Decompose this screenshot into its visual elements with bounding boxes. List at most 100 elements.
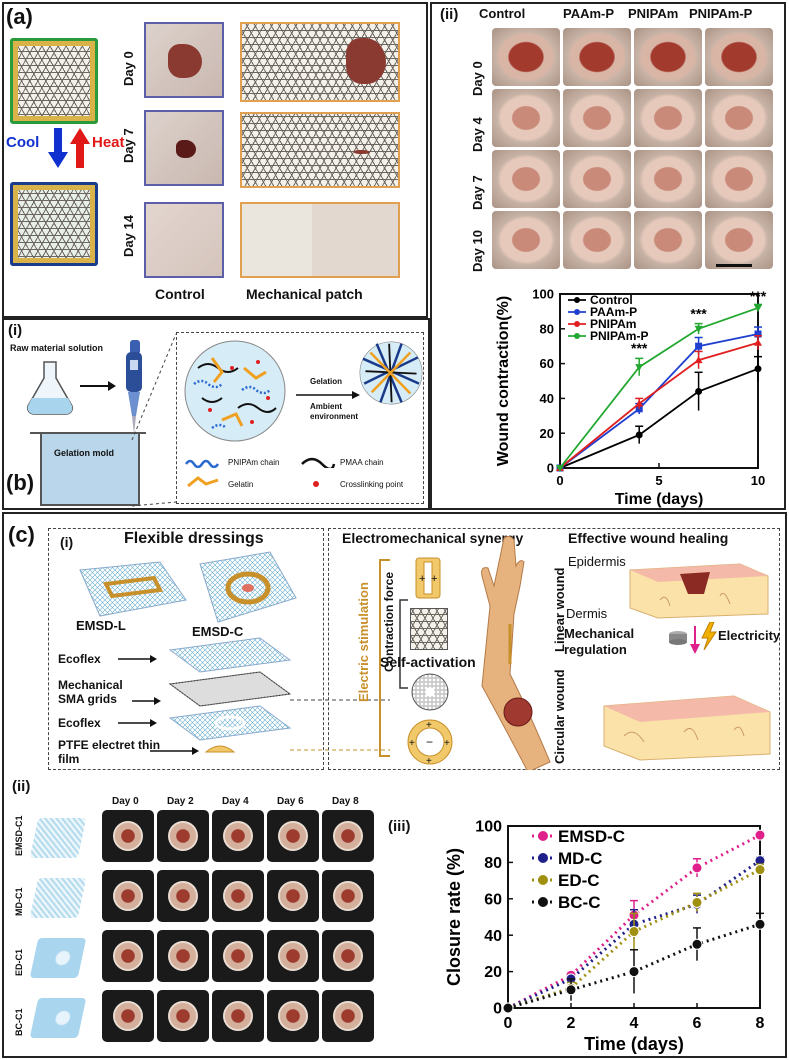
ii-photo-r0-c2 bbox=[212, 810, 264, 862]
wound-photo-r1-c0 bbox=[492, 89, 560, 147]
layer-ecoflex-1: Ecoflex bbox=[58, 652, 101, 666]
control-day0-photo bbox=[144, 22, 224, 98]
svg-text:+: + bbox=[419, 573, 425, 585]
y-axis-label: Closure rate (%) bbox=[444, 848, 464, 986]
panel-b bbox=[2, 318, 430, 510]
y-tick-label-1: 20 bbox=[484, 964, 502, 981]
ii-row-label-2: ED-C1 bbox=[14, 948, 24, 976]
series-line-1 bbox=[559, 333, 759, 469]
crosslink-icon bbox=[313, 481, 319, 487]
day-label-a-0: Day 0 bbox=[121, 51, 136, 86]
gel-zoom-box bbox=[176, 332, 424, 504]
zoom-lines bbox=[131, 333, 177, 507]
panel-c-sub-i: (i) bbox=[60, 534, 74, 550]
cylinder-icon bbox=[669, 631, 687, 645]
arrow-right-icon bbox=[80, 381, 116, 391]
wound-photo-r0-c3 bbox=[705, 28, 773, 86]
control-day14-photo bbox=[144, 202, 224, 278]
layer-ptfe-text: PTFE electret thin film bbox=[58, 738, 161, 766]
arrow-sma bbox=[132, 697, 161, 705]
legend-text-2: ED-C bbox=[558, 871, 600, 890]
point-1-3 bbox=[754, 330, 762, 338]
gelation-label: Gelation bbox=[310, 377, 343, 386]
ii-wound-r1-c1 bbox=[168, 881, 198, 911]
col-header-1: PAAm-P bbox=[563, 6, 615, 21]
ii-wound-r0-c3 bbox=[278, 821, 308, 851]
panel-ii-top-label: (ii) bbox=[440, 6, 459, 23]
ii-wound-r2-c3 bbox=[278, 941, 308, 971]
ii-wound-r0-c4 bbox=[333, 821, 363, 851]
series-line-0 bbox=[559, 367, 759, 469]
gelatin-icon bbox=[187, 476, 219, 488]
ii-photo-r3-c3 bbox=[267, 990, 319, 1042]
ii-photo-r0-c4 bbox=[322, 810, 374, 862]
pmaa-chain-icon bbox=[301, 457, 336, 468]
gel-before-circle bbox=[184, 340, 286, 442]
cool-label: Cool bbox=[6, 134, 40, 151]
wound-photo-r0-c1 bbox=[563, 28, 631, 86]
y-tick-label-5: 100 bbox=[475, 819, 502, 836]
x-tick-label-2: 4 bbox=[630, 1015, 639, 1032]
ii-row-label-1: MD-C1 bbox=[14, 887, 24, 917]
skin-linear-wound bbox=[629, 563, 769, 619]
flexible-box bbox=[48, 528, 324, 770]
legend-marker-3 bbox=[538, 897, 548, 907]
wound-photo-r3-c0 bbox=[492, 211, 560, 269]
emsd-l-dressing bbox=[79, 561, 187, 617]
panel-a-label: (a) bbox=[6, 4, 33, 29]
annotation-2: *** bbox=[750, 288, 767, 304]
point-3-3 bbox=[691, 938, 703, 950]
ii-photo-r0-c1 bbox=[157, 810, 209, 862]
layer-ecoflex-2: Ecoflex bbox=[58, 716, 101, 730]
ii-photo-r2-c4 bbox=[322, 930, 374, 982]
ii-wound-r3-c4 bbox=[333, 1001, 363, 1031]
ii-wound-r2-c1 bbox=[168, 941, 198, 971]
ii-photo-r3-c1 bbox=[157, 990, 209, 1042]
col-header-3: PNIPAm-P bbox=[689, 6, 753, 21]
annotation-0: *** bbox=[631, 340, 648, 356]
ii-wound-r3-c1 bbox=[168, 1001, 198, 1031]
point-0-3 bbox=[691, 862, 703, 874]
arrow-ecoflex-2 bbox=[118, 719, 157, 727]
point-2-4 bbox=[754, 864, 766, 876]
svg-text:−: − bbox=[426, 735, 433, 749]
panel-b-sub-i: (i) bbox=[8, 322, 23, 339]
y-tick-label-3: 60 bbox=[484, 891, 502, 908]
y-tick-label-3: 60 bbox=[540, 356, 554, 371]
panel-c-sub-iii: (iii) bbox=[388, 818, 411, 835]
ii-photo-r1-c2 bbox=[212, 870, 264, 922]
circular-wound-label: Circular wound bbox=[552, 669, 567, 764]
ii-dressing-icon-3 bbox=[29, 998, 87, 1038]
legend-marker-1 bbox=[574, 309, 580, 315]
ii-photo-r2-c1 bbox=[157, 930, 209, 982]
svg-text:+: + bbox=[409, 738, 415, 749]
ii-wound-r1-c3 bbox=[278, 881, 308, 911]
flexible-title: Flexible dressings bbox=[124, 530, 264, 547]
electricity-label: Electricity bbox=[718, 628, 781, 643]
col-header-0: Control bbox=[479, 6, 526, 21]
legend-marker-2 bbox=[574, 321, 580, 327]
ii-photo-r1-c3 bbox=[267, 870, 319, 922]
svg-text:+: + bbox=[444, 738, 450, 749]
raw-material-label: Raw material solution bbox=[10, 343, 104, 353]
ambient-label: Ambient environment bbox=[310, 402, 359, 421]
ii-wound-r2-c4 bbox=[333, 941, 363, 971]
arm-illustration bbox=[481, 535, 551, 770]
panel-c bbox=[2, 512, 787, 1058]
layer-stack bbox=[168, 637, 292, 753]
flask-icon bbox=[26, 361, 74, 415]
y-tick-label-4: 80 bbox=[484, 855, 502, 872]
legend-marker-1 bbox=[538, 853, 548, 863]
sma-grid-circle bbox=[411, 673, 449, 711]
ii-photo-r2-c2 bbox=[212, 930, 264, 982]
y-tick-label-1: 20 bbox=[540, 426, 554, 441]
day-label-ii-3: Day 10 bbox=[470, 230, 485, 272]
gelation-mold bbox=[40, 434, 140, 506]
legend-pnipam: PNIPAm chain bbox=[228, 458, 280, 467]
dermis-label: Dermis bbox=[566, 606, 608, 621]
wound-photo-grid bbox=[492, 24, 774, 276]
ii-row-label-0: EMSD-C1 bbox=[14, 815, 24, 856]
